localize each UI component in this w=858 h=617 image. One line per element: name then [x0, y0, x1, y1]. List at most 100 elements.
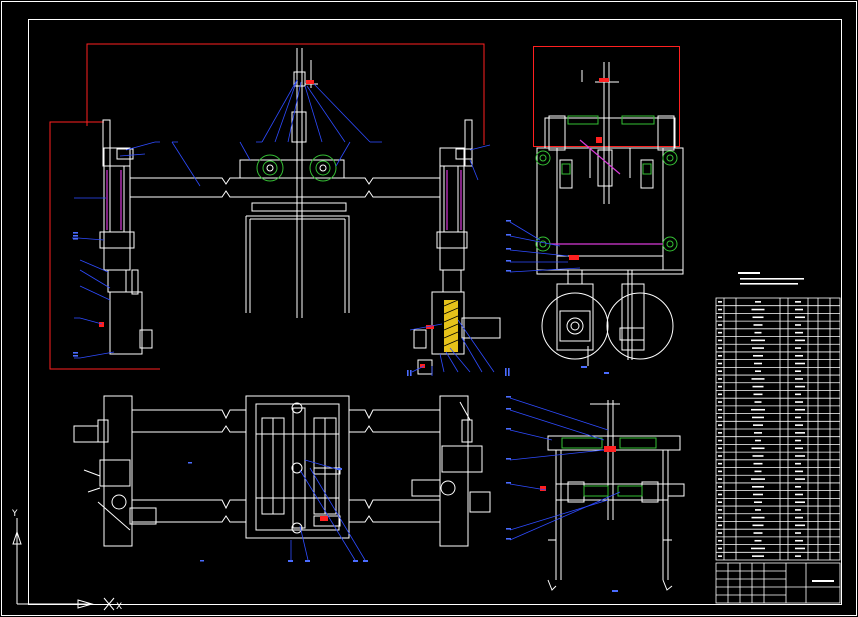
parts-list-cell-text [795, 524, 805, 527]
parts-list-cell-text [753, 532, 763, 534]
parts-list-cell-text [795, 462, 801, 465]
parts-list-cell-text [795, 532, 801, 534]
ucs-y-label: Y [11, 509, 18, 519]
parts-list-cell-text [718, 370, 722, 373]
parts-list-cell-text [751, 447, 765, 450]
parts-list-cell-text [795, 470, 803, 473]
side-view [506, 46, 684, 374]
parts-list-cell-text [795, 408, 805, 411]
parts-list-cell-text [753, 324, 763, 326]
parts-list-cell-text [795, 478, 805, 480]
parts-list-cell-text [752, 485, 764, 488]
parts-list-cell-text [718, 362, 722, 365]
parts-list-cell-text [718, 501, 722, 504]
parts-list-cell-text [718, 424, 722, 426]
parts-list-cell-text [718, 331, 722, 334]
parts-list-cell-text [752, 316, 764, 319]
parts-list-cell-text [718, 385, 722, 388]
parts-list-cell-text [795, 308, 803, 311]
parts-list-cell-text [795, 339, 805, 342]
parts-list-cell-text [754, 539, 762, 542]
parts-list-cell-text [755, 370, 761, 373]
parts-list-cell-text [753, 462, 763, 465]
parts-list-cell-text [754, 470, 762, 473]
parts-list-cell-text [752, 347, 764, 349]
parts-list-cell-text [752, 416, 764, 419]
parts-list-cell-text [718, 478, 722, 480]
parts-list-cell-text [718, 470, 722, 473]
parts-list-cell-text [795, 316, 805, 319]
parts-list-cell-text [752, 455, 764, 457]
parts-list-cell-text [718, 347, 722, 349]
parts-list-cell-text [751, 339, 765, 342]
parts-list-cell-text [754, 432, 762, 434]
parts-list-cell-text [751, 408, 765, 411]
parts-list-cell-text [753, 493, 763, 496]
parts-list-cell-text [795, 385, 805, 388]
parts-list-cell-text [718, 485, 722, 488]
ucs-axis-icon [12, 518, 115, 611]
parts-list-cell-text [718, 547, 722, 550]
parts-list-cell-text [795, 539, 803, 542]
parts-list-cell-text [754, 331, 762, 334]
parts-list-cell-text [718, 462, 722, 465]
parts-list-cell-text [718, 555, 722, 557]
parts-list-cell-text [718, 509, 722, 511]
parts-list-cell-text [754, 362, 762, 365]
parts-list-cell-text [718, 493, 722, 496]
parts-list-cell-text [795, 555, 801, 557]
parts-list-cell-text [718, 408, 722, 411]
parts-list-cell-text [718, 301, 722, 303]
parts-list-cell-text [795, 432, 805, 434]
parts-list-cell-text [754, 501, 762, 504]
parts-list-cell-text [718, 308, 722, 311]
parts-list-cell-text [795, 393, 801, 396]
parts-list-cell-text [795, 324, 801, 326]
parts-list-cell-text [718, 416, 722, 419]
parts-list-cell-text [718, 439, 722, 442]
parts-list-header [738, 272, 804, 285]
parts-list-cell-text [718, 432, 722, 434]
parts-list-cell-text [795, 331, 803, 334]
parts-list-cell-text [795, 378, 803, 380]
ucs-x-label: X [116, 602, 122, 612]
top-view [73, 395, 491, 562]
parts-list-cell-text [795, 493, 803, 496]
parts-list-cell-text [754, 401, 762, 403]
parts-list-cell-text [718, 354, 722, 357]
parts-list-cell-text [795, 301, 801, 303]
parts-list-cell-text [751, 516, 765, 519]
parts-list-cell-text [795, 509, 801, 511]
parts-list-cell-text [718, 316, 722, 319]
parts-list-cell-text [751, 547, 765, 550]
parts-list-cell-text [718, 401, 722, 403]
parts-list-cell-text [795, 501, 805, 504]
parts-list-cell-text [718, 455, 722, 457]
parts-list-cell-text [755, 509, 761, 511]
parts-list-cell-text [753, 393, 763, 396]
parts-list-cell-text [718, 524, 722, 527]
parts-list-cell-text [751, 308, 765, 311]
parts-list-cell-text [795, 547, 805, 550]
parts-list-cell-text [718, 516, 722, 519]
parts-list-cell-text [718, 324, 722, 326]
parts-list-cell-text [795, 401, 803, 403]
parts-list-cell-text [753, 424, 763, 426]
parts-list-cell-text [752, 524, 764, 527]
parts-list-cell-text [752, 555, 764, 557]
parts-list-cell-text [795, 516, 803, 519]
parts-list-cell-text [795, 362, 805, 365]
end-view [506, 396, 685, 592]
parts-list-cell-text [718, 539, 722, 542]
parts-list-cell-text [795, 485, 801, 488]
parts-list-cell-text [795, 424, 803, 426]
parts-list-cell-text [755, 301, 761, 303]
parts-list-cell-text [795, 370, 801, 373]
parts-list [715, 297, 841, 561]
parts-list-cell-text [751, 378, 765, 380]
parts-list-cell-text [755, 439, 761, 442]
parts-list-cell-text [752, 385, 764, 388]
front-view [49, 43, 510, 376]
